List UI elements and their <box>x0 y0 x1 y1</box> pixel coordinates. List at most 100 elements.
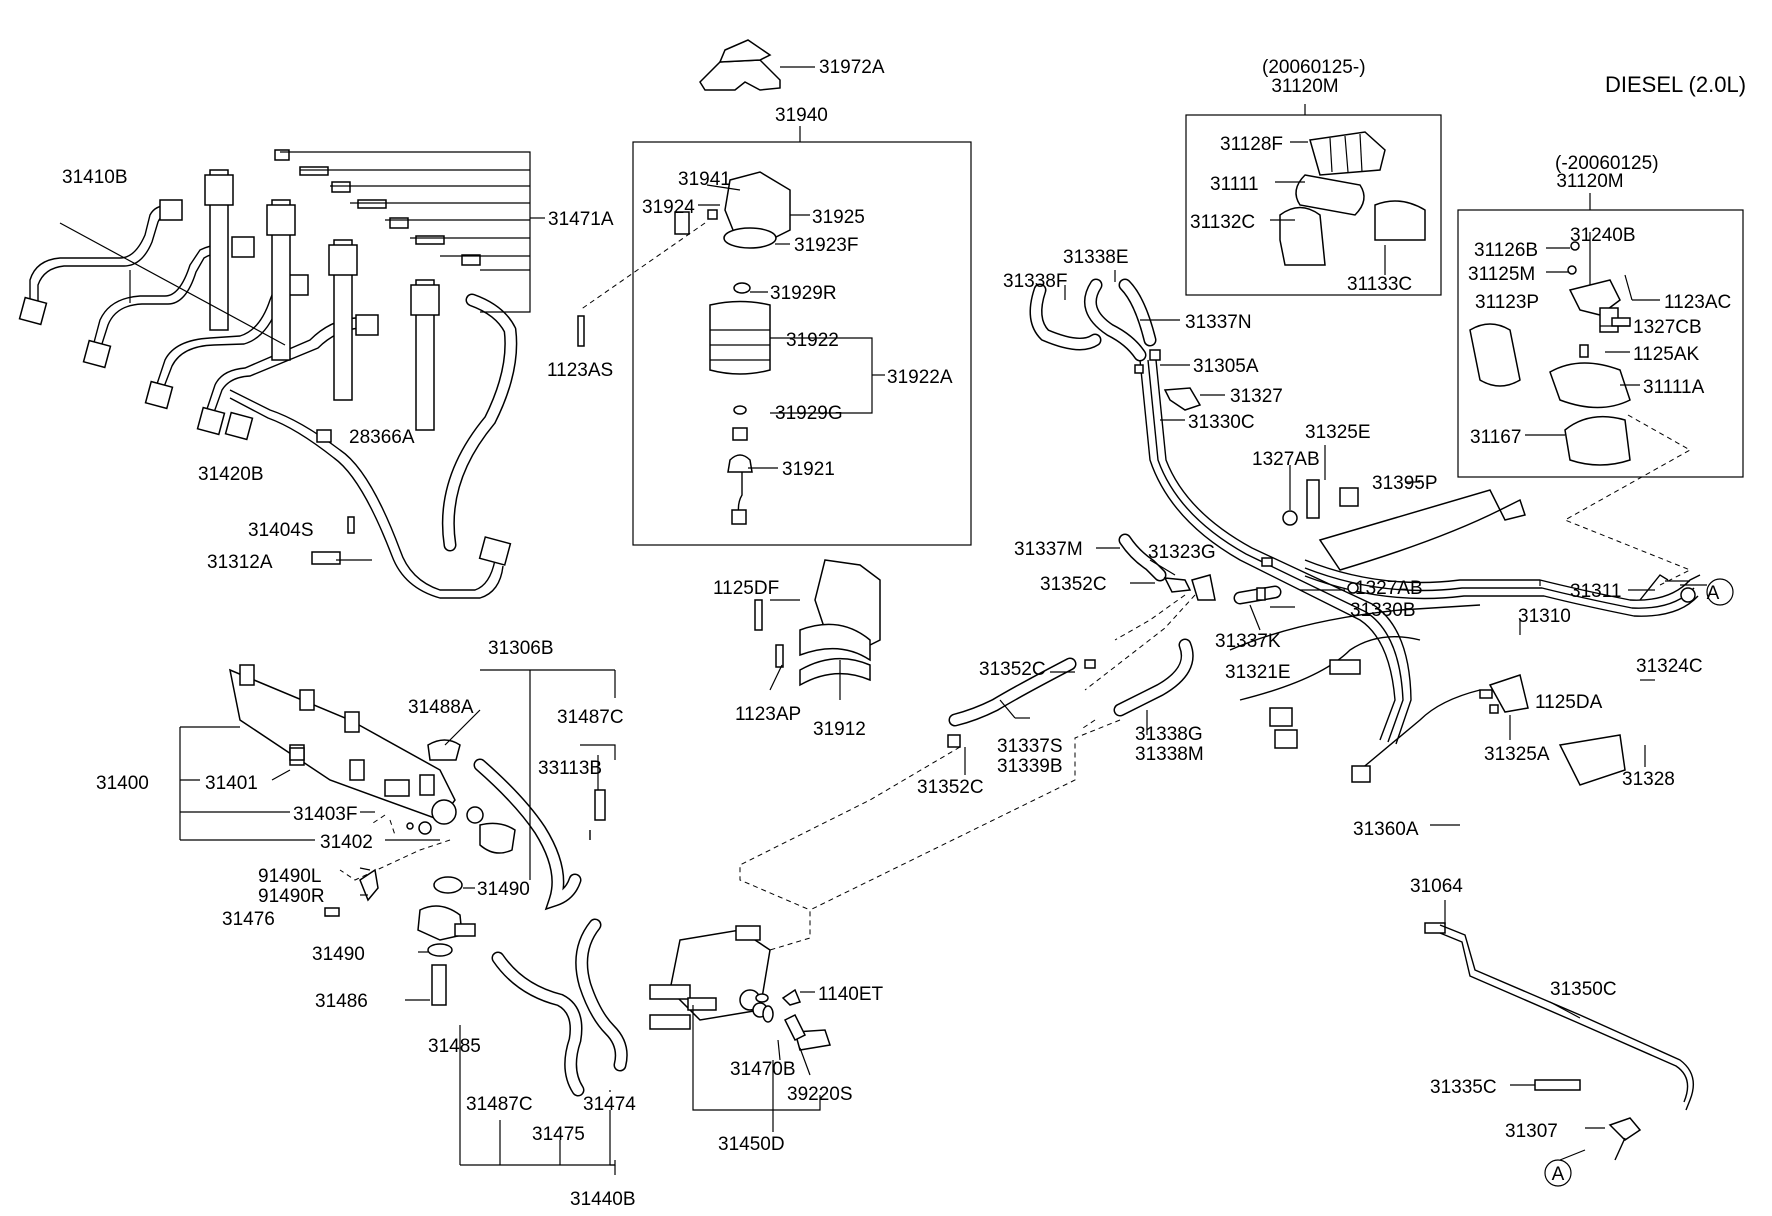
part-31925: 31925 <box>812 207 865 228</box>
part-31929G: 31929G <box>775 403 843 424</box>
part-31325A: 31325A <box>1484 744 1550 765</box>
part-31120M-before: 31120M <box>1556 171 1623 192</box>
part-33113B: 33113B <box>538 758 602 779</box>
part-31488A: 31488A <box>408 697 474 718</box>
part-31923F: 31923F <box>794 235 858 256</box>
part-31111A: 31111A <box>1643 377 1705 398</box>
part-1123AC: 1123AC <box>1664 292 1731 313</box>
part-31400: 31400 <box>96 773 149 794</box>
part-31338E: 31338E <box>1063 247 1129 268</box>
part-31323G: 31323G <box>1148 542 1216 563</box>
part-31324C: 31324C <box>1636 656 1703 677</box>
part-31337N: 31337N <box>1185 312 1252 333</box>
part-31929R: 31929R <box>770 283 837 304</box>
part-1140ET: 1140ET <box>818 984 884 1005</box>
engine-label: DIESEL (2.0L) <box>1605 72 1746 97</box>
center-hose-lines <box>1029 278 1701 786</box>
part-31401: 31401 <box>205 773 258 794</box>
part-31338M: 31338M <box>1135 744 1204 765</box>
fuel-filter-box-before-2006 <box>1457 209 1744 478</box>
date-range-before: (-20060125) <box>1555 153 1659 174</box>
part-31403F: 31403F <box>293 804 357 825</box>
part-31312A: 31312A <box>207 552 273 573</box>
fuel-filter-box-after-2006 <box>1185 114 1442 296</box>
fuel-filter-parts <box>577 39 791 525</box>
lower-left-parts <box>324 868 476 1006</box>
part-31474: 31474 <box>583 1094 636 1115</box>
lower-center-group <box>491 918 831 1097</box>
part-31330B: 31330B <box>1350 600 1416 621</box>
mid-hose-lines <box>739 533 1282 951</box>
part-31486: 31486 <box>315 991 368 1012</box>
part-31352C-lower: 31352C <box>917 777 984 798</box>
part-1123AS: 1123AS <box>547 360 613 381</box>
part-31325E: 31325E <box>1305 422 1371 443</box>
bracket-31912 <box>754 559 881 687</box>
part-31310: 31310 <box>1518 606 1571 627</box>
part-31306B: 31306B <box>488 638 554 659</box>
part-31321E: 31321E <box>1225 662 1291 683</box>
part-31410B: 31410B <box>62 167 128 188</box>
part-1125DA: 1125DA <box>1535 692 1603 713</box>
part-31311: 31311 <box>1570 581 1621 602</box>
part-31307: 31307 <box>1505 1121 1558 1142</box>
part-31941: 31941 <box>678 169 731 190</box>
reference-a-label-bottom: A <box>1552 1164 1565 1185</box>
part-39220S: 39220S <box>787 1084 853 1105</box>
part-31337K: 31337K <box>1215 631 1281 652</box>
part-31912: 31912 <box>813 719 866 740</box>
part-31128F: 31128F <box>1220 134 1283 155</box>
part-31327: 31327 <box>1230 386 1283 407</box>
part-91490R: 91490R <box>258 886 325 907</box>
filter-31120m-after-parts <box>1279 131 1426 266</box>
part-31402: 31402 <box>320 832 373 853</box>
part-31490-lower: 31490 <box>312 944 365 965</box>
part-31487C-upper: 31487C <box>557 707 624 728</box>
part-31490-upper: 31490 <box>477 879 530 900</box>
part-31123P: 31123P <box>1475 292 1539 313</box>
part-31352C-upper: 31352C <box>1040 574 1107 595</box>
part-28366A: 28366A <box>349 427 415 448</box>
part-31470B: 31470B <box>730 1059 796 1080</box>
part-31921: 31921 <box>782 459 835 480</box>
part-31337S: 31337S <box>997 736 1063 757</box>
part-31940: 31940 <box>775 105 828 126</box>
part-1123AP: 1123AP <box>735 704 801 725</box>
part-31126B: 31126B <box>1474 240 1538 261</box>
reference-a-bottom <box>1544 1159 1572 1187</box>
part-31922A: 31922A <box>887 367 953 388</box>
part-31132C: 31132C <box>1190 212 1255 233</box>
date-range-after: (20060125-) <box>1262 57 1366 78</box>
part-31450D: 31450D <box>718 1134 785 1155</box>
part-31475: 31475 <box>532 1124 585 1145</box>
part-31350C: 31350C <box>1550 979 1617 1000</box>
part-31330C: 31330C <box>1188 412 1255 433</box>
part-31133C: 31133C <box>1347 274 1412 295</box>
part-1327CB: 1327CB <box>1633 317 1702 338</box>
part-31335C: 31335C <box>1430 1077 1497 1098</box>
part-31924: 31924 <box>642 197 695 218</box>
fuel-rail-group <box>228 664 606 911</box>
part-31064: 31064 <box>1410 876 1463 897</box>
reference-a-top <box>1706 578 1734 606</box>
part-31487C-lower: 31487C <box>466 1094 533 1115</box>
part-31328: 31328 <box>1622 769 1675 790</box>
part-31404S: 31404S <box>248 520 314 541</box>
part-31420B: 31420B <box>198 464 264 485</box>
part-31485: 31485 <box>428 1036 481 1057</box>
part-1125AK: 1125AK <box>1633 344 1700 365</box>
part-31440B: 31440B <box>570 1189 636 1210</box>
lower-right-pipe <box>1424 922 1694 1161</box>
part-31471A: 31471A <box>548 209 614 230</box>
part-91490L: 91490L <box>258 866 321 887</box>
part-31240B: 31240B <box>1570 225 1636 246</box>
part-31476: 31476 <box>222 909 275 930</box>
part-1327AB-lower: 1327AB <box>1355 578 1423 599</box>
reference-a-label-top: A <box>1707 583 1720 604</box>
part-31167: 31167 <box>1470 427 1521 448</box>
part-31338F: 31338F <box>1003 271 1067 292</box>
part-31972A: 31972A <box>819 57 885 78</box>
part-31120M-after: 31120M <box>1271 76 1338 97</box>
